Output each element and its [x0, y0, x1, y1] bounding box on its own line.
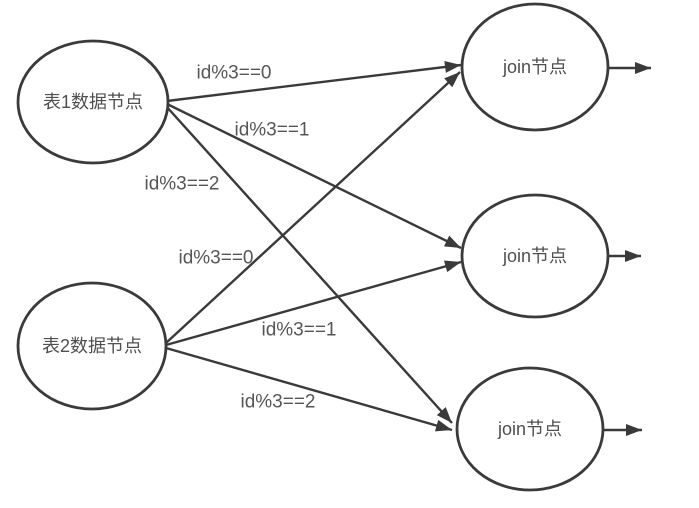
- edge-table1-join1: [166, 60, 462, 103]
- edge-label-table2-join3: id%3==2: [240, 392, 315, 413]
- node-join3: [455, 366, 605, 492]
- edge-table2-join1: [165, 71, 461, 344]
- edge-label-table1-join3: id%3==2: [144, 174, 219, 195]
- node-label-join1: join节点: [502, 57, 567, 77]
- node-table1: [16, 39, 170, 165]
- edge-table1-join3: [165, 105, 453, 424]
- edge-table1-join2: [166, 102, 462, 250]
- node-table2: [16, 281, 168, 411]
- edge-label-table2-join1: id%3==0: [178, 248, 253, 269]
- edge-label-table1-join2: id%3==1: [234, 120, 309, 141]
- edge-label-table1-join1: id%3==0: [196, 63, 271, 84]
- node-join1: [460, 2, 610, 132]
- node-join2: [460, 193, 610, 319]
- labels-layer: id%3==0 id%3==1 id%3==2 id%3==0 id%3==1 id%3=…: [144, 63, 336, 413]
- node-label-join2: join节点: [502, 246, 567, 266]
- node-label-table2: 表2数据节点: [42, 336, 142, 356]
- edge-table2-join3: [165, 346, 453, 432]
- node-label-table1: 表1数据节点: [43, 92, 143, 112]
- edge-table2-join2: [165, 260, 462, 347]
- node-label-join3: join节点: [497, 419, 562, 439]
- edges-layer: [165, 60, 651, 436]
- edge-label-table2-join2: id%3==1: [261, 320, 336, 341]
